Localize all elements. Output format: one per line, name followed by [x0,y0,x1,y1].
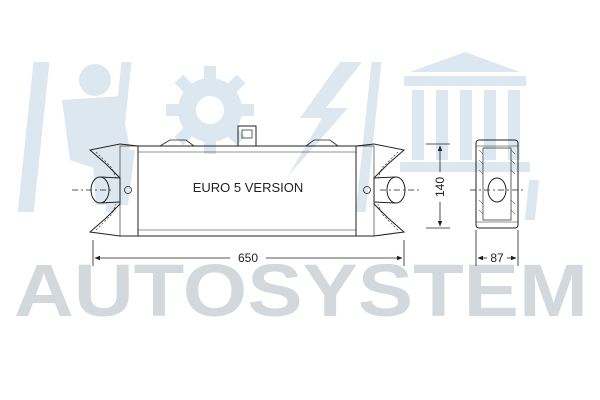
watermark-text: AUTOSYSTEM [14,249,588,332]
width-dimension-label: 650 [238,251,258,265]
sensor-bracket [237,125,257,147]
depth-dimension-label: 87 [490,251,504,265]
height-dimension-label: 140 [433,177,447,197]
intercooler-front-view [72,125,420,237]
depth-dimension [475,230,519,266]
watermark-logo [17,52,540,220]
version-caption: EURO 5 VERSION [193,180,304,195]
width-dimension [92,240,405,266]
intercooler-side-view [470,139,526,229]
height-dimension [426,143,450,229]
